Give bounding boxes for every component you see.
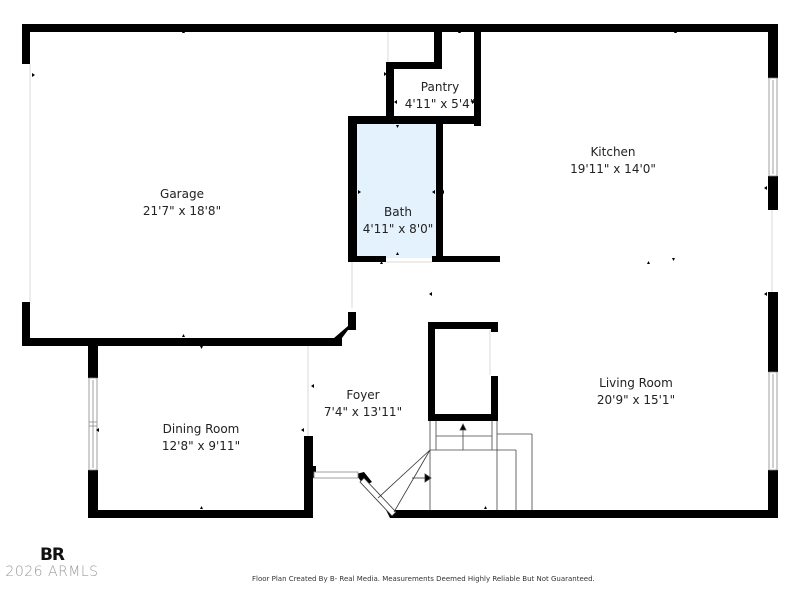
room-label-bath: Bath 4'11" x 8'0"	[363, 204, 434, 238]
room-dimensions: 4'11" x 5'4"	[404, 97, 476, 111]
room-name: Dining Room	[162, 422, 240, 436]
openings	[29, 32, 773, 460]
room-dimensions: 20'9" x 15'1"	[596, 393, 676, 407]
room-dimensions: 21'7" x 18'8"	[142, 204, 222, 218]
room-dimensions: 7'4" x 13'11"	[323, 405, 403, 419]
walls	[22, 24, 778, 518]
room-dimensions: 12'8" x 9'11"	[161, 439, 241, 453]
room-name: Living Room	[599, 376, 673, 390]
room-label-living-room: Living Room 20'9" x 15'1"	[597, 375, 675, 409]
bath-fill	[357, 124, 437, 258]
room-name: Kitchen	[590, 145, 636, 159]
logo-mark: BR	[39, 545, 65, 565]
copyright-text: 2026 ARMLS	[5, 564, 99, 580]
room-label-garage: Garage 21'7" x 18'8"	[143, 186, 221, 220]
room-label-foyer: Foyer 7'4" x 13'11"	[324, 387, 402, 421]
room-label-dining-room: Dining Room 12'8" x 9'11"	[162, 421, 240, 455]
room-dimensions: 19'11" x 14'0"	[570, 162, 656, 176]
entry-door	[359, 449, 432, 517]
dimension-markers	[32, 30, 767, 509]
room-name: Pantry	[420, 80, 460, 94]
windows	[88, 77, 778, 479]
room-dimensions: 4'11" x 8'0"	[362, 222, 434, 236]
room-name: Garage	[160, 187, 204, 201]
stairs	[429, 421, 533, 510]
brand-logo: BR 2026 ARMLS	[0, 546, 104, 580]
disclaimer-text: Floor Plan Created By B- Real Media. Mea…	[252, 575, 595, 583]
room-label-pantry: Pantry 4'11" x 5'4"	[405, 79, 476, 113]
room-name: Bath	[384, 205, 412, 219]
room-name: Foyer	[346, 388, 380, 402]
room-label-kitchen: Kitchen 19'11" x 14'0"	[570, 144, 656, 178]
